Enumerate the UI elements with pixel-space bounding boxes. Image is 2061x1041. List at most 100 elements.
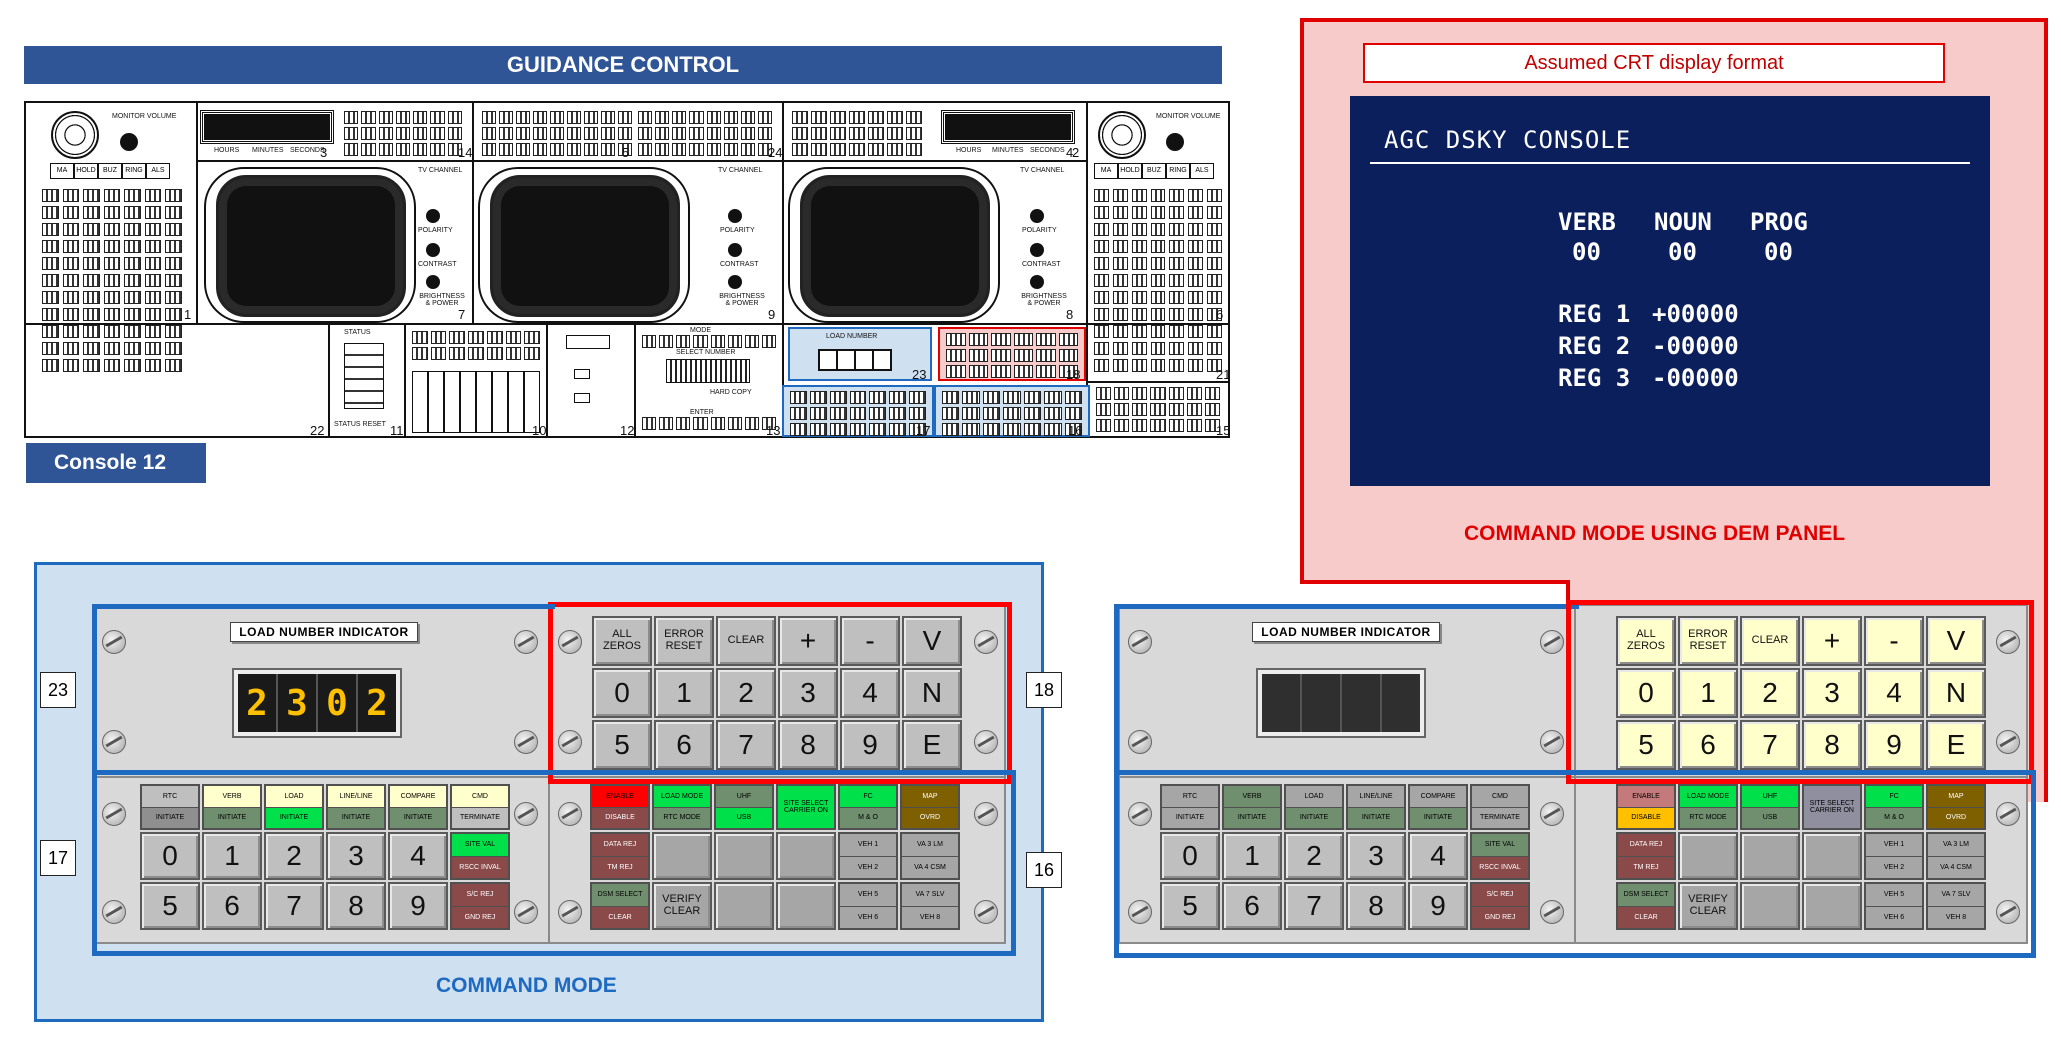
digit-key[interactable]: 7 <box>716 720 776 770</box>
all-zeros-key[interactable]: ALL ZEROS <box>592 616 652 666</box>
clear-key[interactable]: CLEAR <box>716 616 776 666</box>
digit-key[interactable]: 5 <box>592 720 652 770</box>
digit-key[interactable]: 5 <box>1616 720 1676 770</box>
digit-key[interactable]: 3 <box>1346 832 1406 880</box>
digit-key[interactable]: 6 <box>202 882 262 930</box>
error-reset-key[interactable]: ERROR RESET <box>1678 616 1738 666</box>
digit-key[interactable]: 2 <box>1740 668 1800 718</box>
plus-key[interactable]: + <box>1802 616 1862 666</box>
digit-key[interactable]: 8 <box>326 882 386 930</box>
enter-key[interactable]: E <box>1926 720 1986 770</box>
digit-key[interactable]: 4 <box>1408 832 1468 880</box>
noun-key[interactable]: N <box>1926 668 1986 718</box>
digit-key[interactable]: 2 <box>264 832 324 880</box>
error-reset-key[interactable]: ERROR RESET <box>654 616 714 666</box>
digit-key[interactable]: 0 <box>1160 832 1220 880</box>
digit-key[interactable]: 1 <box>654 668 714 718</box>
digit-key[interactable]: 6 <box>1678 720 1738 770</box>
blank-key[interactable] <box>714 832 774 880</box>
blank-key[interactable] <box>714 882 774 930</box>
site-select-lamp[interactable]: SITE SELECT CARRIER ON <box>1802 784 1862 830</box>
blank-key[interactable] <box>776 832 836 880</box>
digit-key[interactable]: 0 <box>140 832 200 880</box>
digit-key[interactable]: 6 <box>654 720 714 770</box>
blank-key[interactable] <box>1802 882 1862 930</box>
digit-key[interactable]: 8 <box>778 720 838 770</box>
verb-key[interactable]: V <box>902 616 962 666</box>
digit-key[interactable]: 4 <box>840 668 900 718</box>
digit-key[interactable]: 8 <box>1346 882 1406 930</box>
blank-key[interactable] <box>652 832 712 880</box>
digit-key[interactable]: 3 <box>778 668 838 718</box>
verb-key[interactable]: V <box>1926 616 1986 666</box>
digit-key[interactable]: 8 <box>1802 720 1862 770</box>
digit-key[interactable]: 0 <box>1616 668 1676 718</box>
digit-key[interactable]: 5 <box>140 882 200 930</box>
digit-key[interactable]: 1 <box>1222 832 1282 880</box>
digit-key[interactable]: 1 <box>202 832 262 880</box>
digit-key[interactable]: 9 <box>840 720 900 770</box>
digit-key[interactable]: 7 <box>1740 720 1800 770</box>
blank-key[interactable] <box>1740 832 1800 880</box>
digit-key[interactable]: 7 <box>1284 882 1344 930</box>
blank-key[interactable] <box>776 882 836 930</box>
verify-clear-key[interactable]: VERIFY CLEAR <box>1678 882 1738 930</box>
digit-key[interactable]: 9 <box>388 882 448 930</box>
minus-key[interactable]: - <box>1864 616 1924 666</box>
digit-key[interactable]: 2 <box>1284 832 1344 880</box>
digit-key[interactable]: 4 <box>1864 668 1924 718</box>
digit-key[interactable]: 3 <box>1802 668 1862 718</box>
all-zeros-key[interactable]: ALL ZEROS <box>1616 616 1676 666</box>
digit-key[interactable]: 2 <box>716 668 776 718</box>
verify-clear-key[interactable]: VERIFY CLEAR <box>652 882 712 930</box>
digit-key[interactable]: 9 <box>1864 720 1924 770</box>
digit-key[interactable]: 6 <box>1222 882 1282 930</box>
blank-key[interactable] <box>1678 832 1738 880</box>
digit-key[interactable]: 4 <box>388 832 448 880</box>
digit-key[interactable]: 0 <box>592 668 652 718</box>
plus-key[interactable]: + <box>778 616 838 666</box>
blank-key[interactable] <box>1802 832 1862 880</box>
noun-key[interactable]: N <box>902 668 962 718</box>
digit-key[interactable]: 7 <box>264 882 324 930</box>
site-select-lamp[interactable]: SITE SELECT CARRIER ON <box>776 784 836 830</box>
digit-key[interactable]: 3 <box>326 832 386 880</box>
digit-key[interactable]: 9 <box>1408 882 1468 930</box>
blank-key[interactable] <box>1740 882 1800 930</box>
